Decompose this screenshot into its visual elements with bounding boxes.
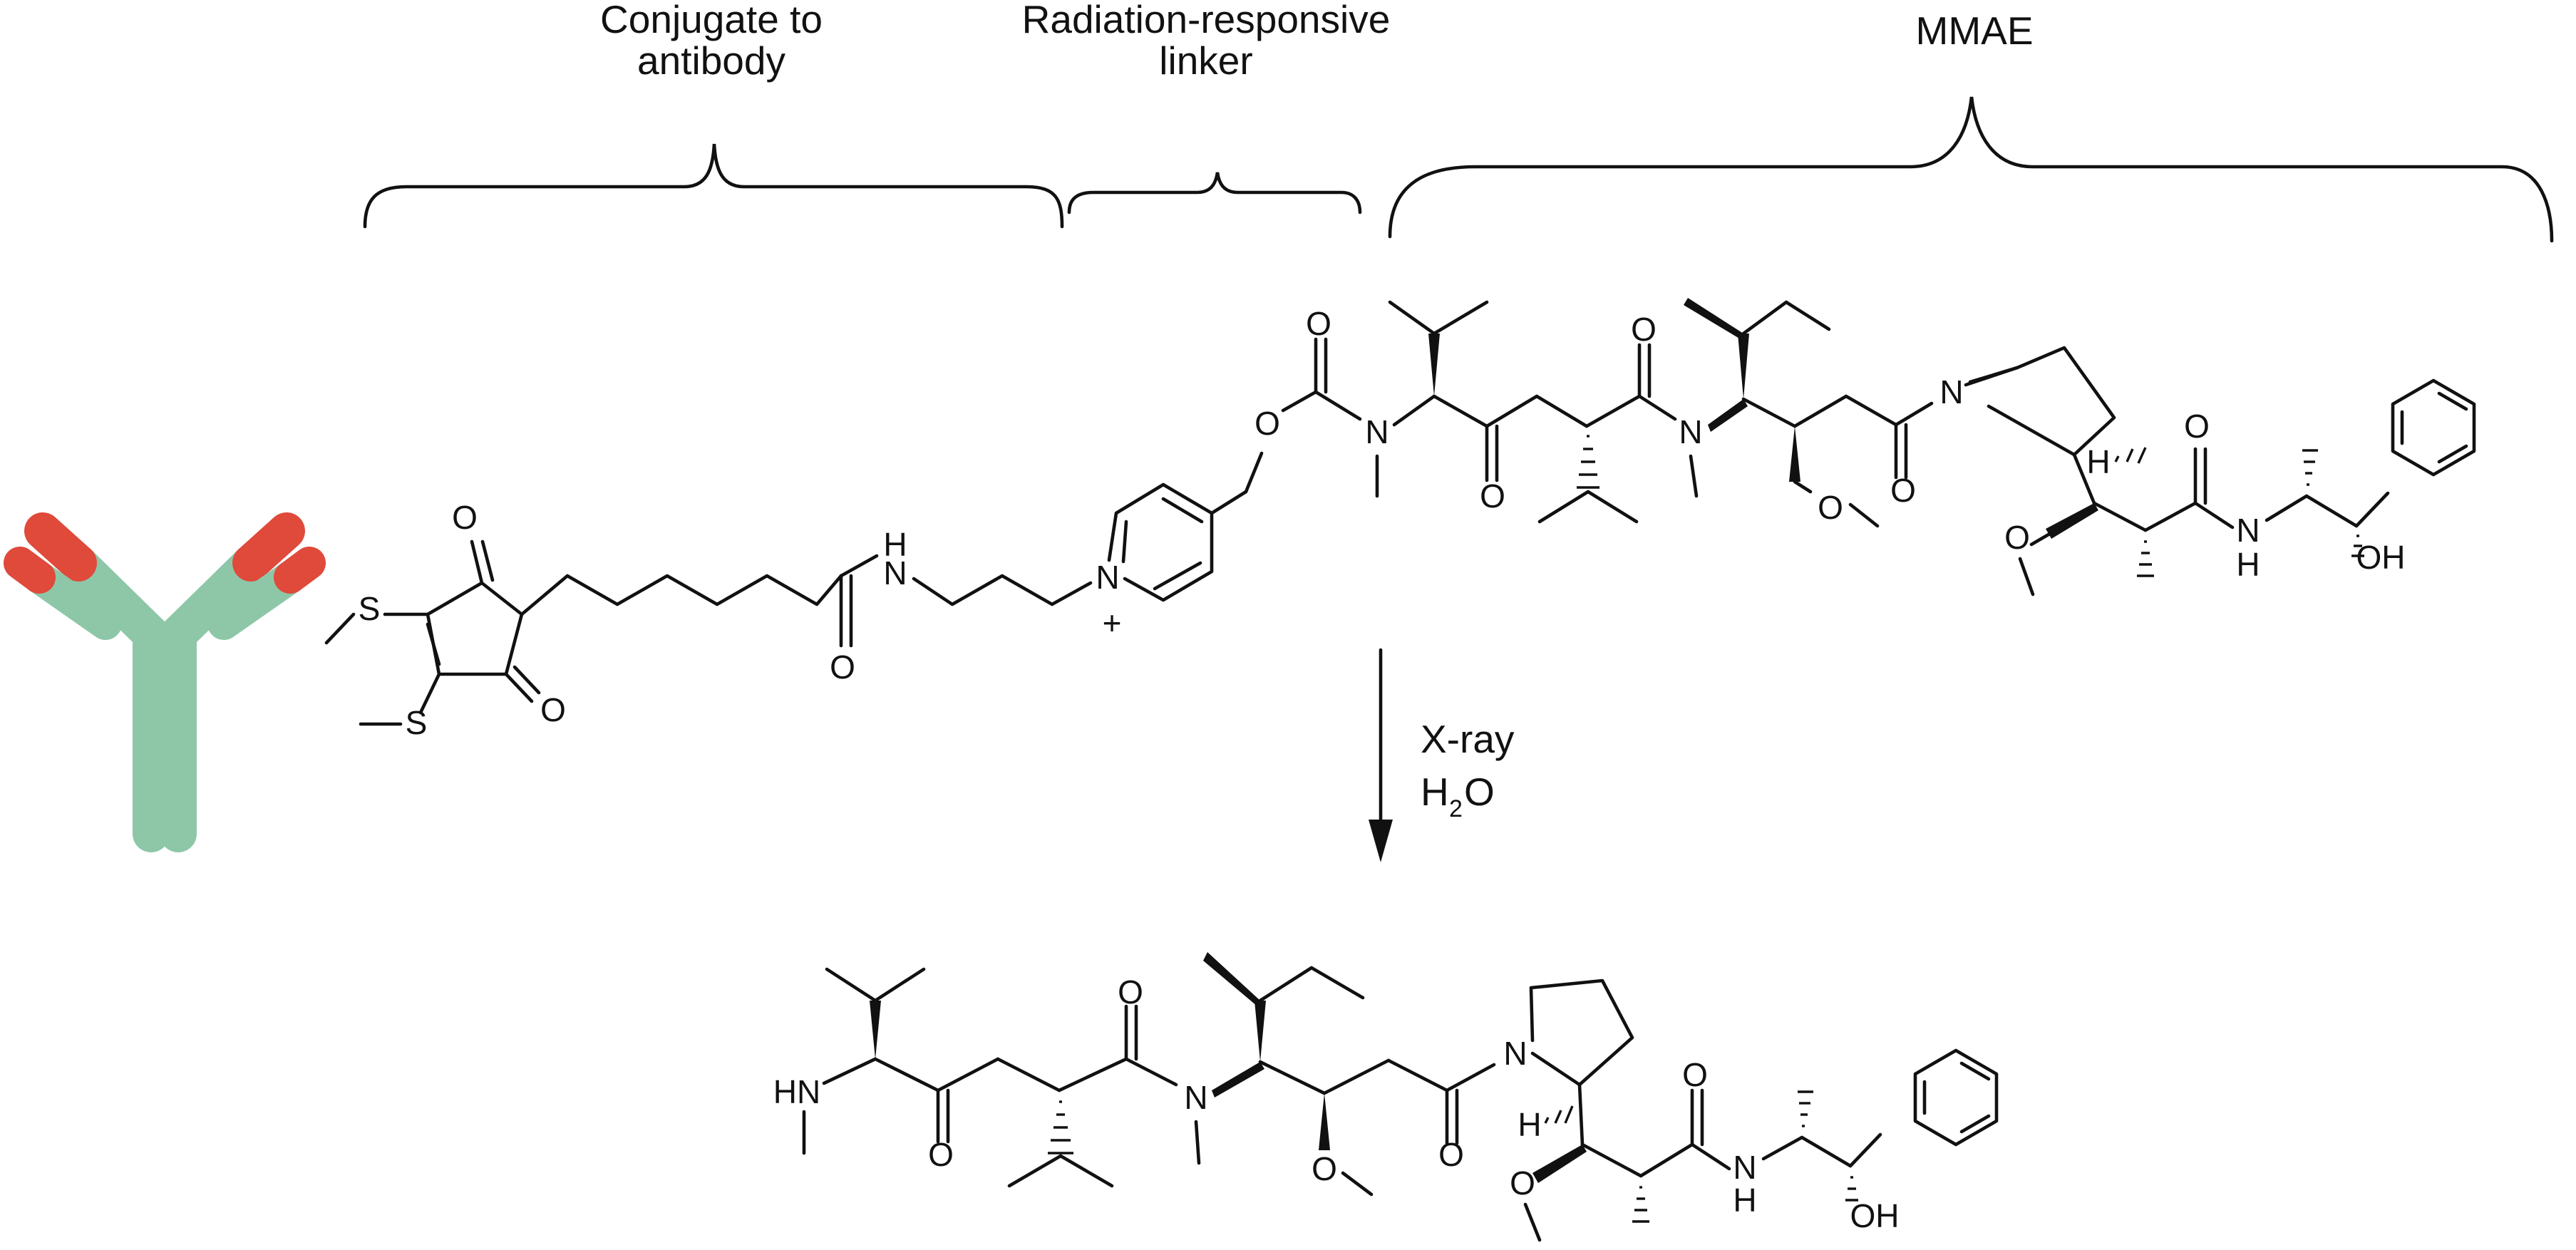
atom-o: O <box>1118 973 1143 1011</box>
atom-o: O <box>2004 519 2030 556</box>
atom-n: N <box>1733 1149 1756 1186</box>
atom-n: N <box>1184 1079 1207 1116</box>
linker-label: Radiation-responsive linker <box>1022 0 1391 83</box>
down-arrow-icon <box>1369 648 1393 862</box>
atom-o: O <box>1312 1150 1337 1187</box>
svg-text:antibody: antibody <box>637 38 785 83</box>
svg-text:O: O <box>1464 770 1495 814</box>
atom-o: O <box>1438 1136 1464 1173</box>
condition-water: H 2 O <box>1421 770 1495 822</box>
mmae-label: MMAE <box>1916 9 2034 53</box>
condition-xray: X-ray <box>1421 717 1515 761</box>
atom-o: O <box>1480 477 1505 515</box>
atom-h: H <box>2236 546 2260 583</box>
atom-h: H <box>1518 1106 1541 1143</box>
atom-h: H <box>1733 1182 1756 1219</box>
atom-oh: OH <box>1850 1197 1900 1234</box>
atom-o: O <box>1631 311 1657 348</box>
conjugate-brace <box>363 143 1064 229</box>
atom-o: O <box>928 1136 954 1173</box>
atom-o: O <box>540 691 566 728</box>
conjugate-label: Conjugate to antibody <box>600 0 823 83</box>
atom-hn: HN <box>773 1073 820 1110</box>
atom-n: N <box>1679 413 1702 450</box>
atom-h: H <box>883 526 907 563</box>
atom-s: S <box>406 704 428 741</box>
svg-text:linker: linker <box>1159 38 1252 83</box>
atom-o: O <box>452 499 478 536</box>
atom-n: N <box>2236 512 2260 549</box>
atom-n: N <box>883 554 907 592</box>
atom-o: O <box>1254 405 1280 442</box>
atom-n: N <box>1365 413 1389 450</box>
conjugate-structure: O O S S O N H N + O O N <box>324 298 2474 741</box>
charge-plus: + <box>1103 604 1122 641</box>
atom-o: O <box>1306 305 1331 342</box>
atom-o: O <box>1510 1164 1535 1202</box>
atom-oh: OH <box>2356 539 2406 576</box>
svg-text:2: 2 <box>1449 795 1463 822</box>
atom-o: O <box>2184 408 2210 445</box>
atom-o: O <box>1890 472 1916 509</box>
mmae-brace <box>1388 96 2554 243</box>
linker-brace <box>1067 172 1362 215</box>
svg-text:Radiation-responsive: Radiation-responsive <box>1022 0 1391 41</box>
mmae-product-structure: HN O O N O <box>773 952 1997 1242</box>
atom-n: N <box>1939 373 1963 410</box>
antibody-icon <box>4 512 326 852</box>
atom-n: N <box>1503 1035 1527 1072</box>
atom-h: H <box>2086 443 2110 480</box>
atom-o: O <box>1818 489 1843 526</box>
svg-text:Conjugate to: Conjugate to <box>600 0 823 41</box>
atom-o: O <box>830 649 855 686</box>
svg-text:H: H <box>1421 770 1449 814</box>
atom-n-plus: N <box>1096 559 1119 596</box>
atom-o: O <box>1682 1056 1708 1093</box>
atom-s: S <box>359 590 381 627</box>
